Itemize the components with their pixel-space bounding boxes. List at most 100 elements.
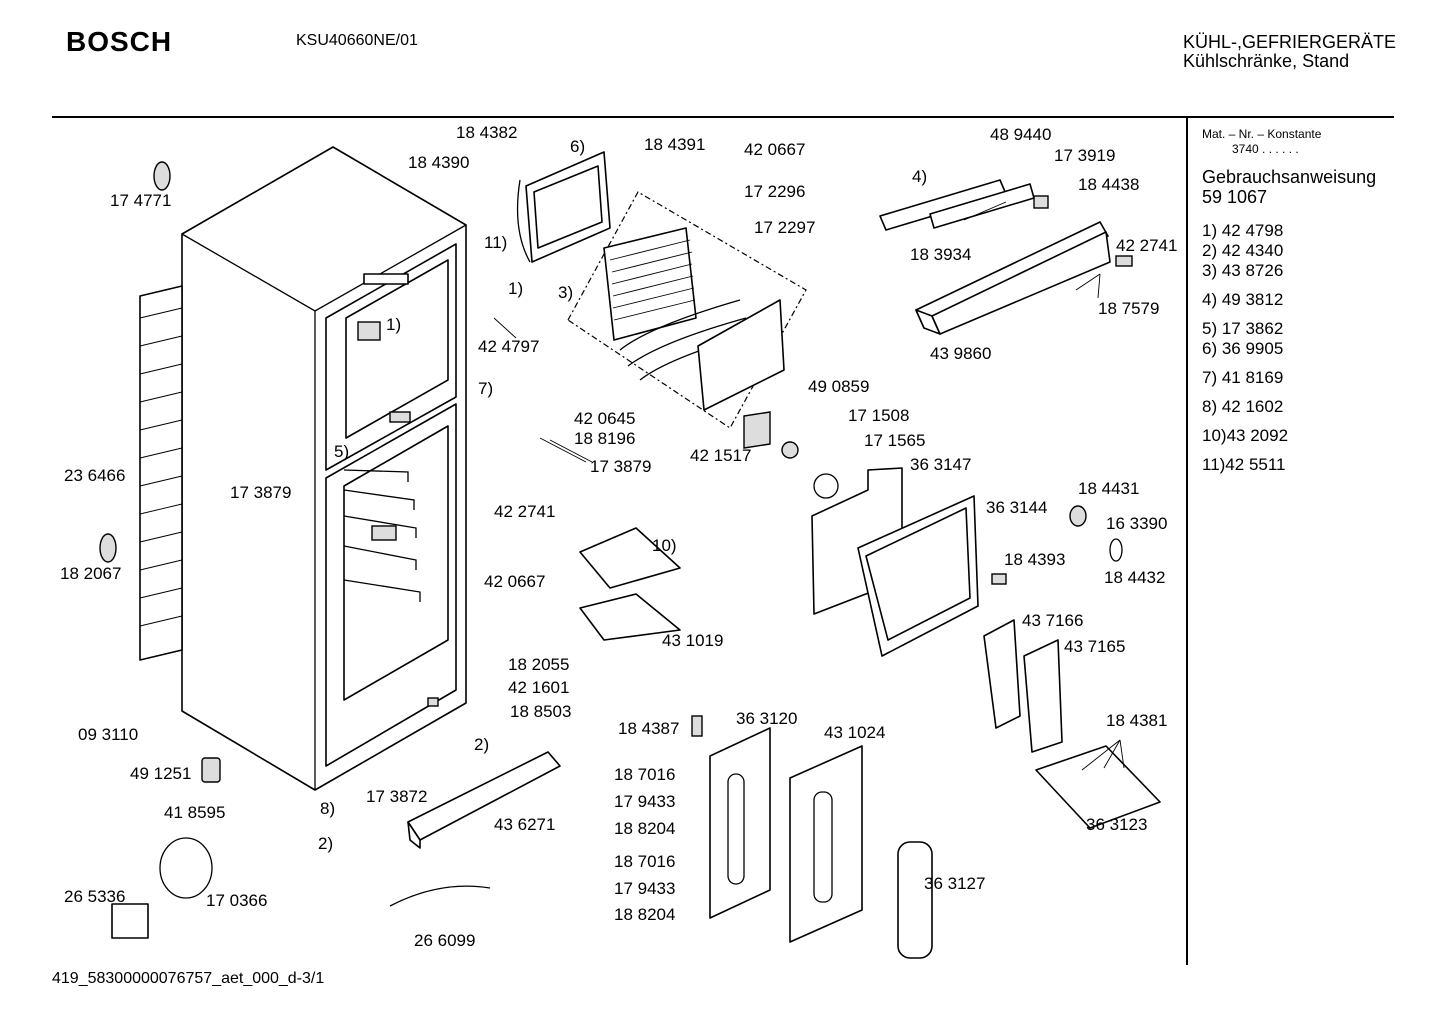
callout-09-3110: 09 3110 — [78, 725, 138, 744]
manual-number: 59 1067 — [1202, 187, 1268, 207]
crisper-covers — [983, 619, 1161, 829]
callout-18-7016-b: 18 7016 — [614, 852, 675, 871]
subassembly-item: 7) 41 8169 — [1202, 368, 1284, 387]
callout-17-9433-a: 17 9433 — [614, 792, 675, 811]
category-line-1: KÜHL-,GEFRIERGERÄTE — [1183, 32, 1397, 52]
callout-1-a: 1) — [508, 279, 523, 298]
callout-18-4438: 18 4438 — [1078, 175, 1139, 194]
callout-42-1601: 42 1601 — [508, 678, 569, 697]
subassembly-item: 3) 43 8726 — [1202, 261, 1284, 280]
callout-36-3127: 36 3127 — [924, 874, 985, 893]
exploded-parts-diagram: 17 4771 18 4382 18 4390 6) 18 4391 42 06… — [60, 123, 1177, 959]
callout-18-4393: 18 4393 — [1004, 550, 1065, 569]
callout-17-3879-b: 17 3879 — [230, 483, 291, 502]
callout-18-4381: 18 4381 — [1106, 711, 1167, 730]
callout-4: 4) — [912, 167, 927, 186]
callout-18-4387: 18 4387 — [618, 719, 679, 738]
fan-cover-assembly — [743, 411, 979, 657]
group-spacer — [1202, 417, 1392, 426]
group-spacer — [1202, 446, 1392, 455]
callout-42-2741: 42 2741 — [1116, 236, 1177, 255]
subassembly-item: 10)43 2092 — [1202, 426, 1289, 445]
callout-5: 5) — [334, 442, 349, 461]
brand-logo: BOSCH — [66, 26, 173, 57]
callout-42-0667-b: 42 0667 — [484, 572, 545, 591]
callout-7: 7) — [478, 379, 493, 398]
callout-43-9860: 43 9860 — [930, 344, 991, 363]
callout-43-1024: 43 1024 — [824, 723, 885, 742]
callout-18-8196: 18 8196 — [574, 429, 635, 448]
callout-17-3879-a: 17 3879 — [590, 457, 651, 476]
callout-43-1019: 43 1019 — [662, 631, 723, 650]
callout-36-3147: 36 3147 — [910, 455, 971, 474]
callout-17-2296: 17 2296 — [744, 182, 805, 201]
callout-2-a: 2) — [474, 735, 489, 754]
callout-17-3919: 17 3919 — [1054, 146, 1115, 165]
callout-17-4771: 17 4771 — [110, 191, 171, 210]
callout-2-b: 2) — [318, 834, 333, 853]
door-panels — [709, 727, 933, 959]
category-title: KÜHL-,GEFRIERGERÄTE Kühlschränke, Stand — [1183, 33, 1396, 71]
bottom-parts — [99, 161, 1123, 939]
callout-43-6271: 43 6271 — [494, 815, 555, 834]
subassembly-item: 4) 49 3812 — [1202, 290, 1284, 309]
callout-26-5336: 26 5336 — [64, 887, 125, 906]
callout-48-9440: 48 9440 — [990, 125, 1051, 144]
callout-17-1565: 17 1565 — [864, 431, 925, 450]
callout-18-4431: 18 4431 — [1078, 479, 1139, 498]
callout-18-3934: 18 3934 — [910, 245, 971, 264]
callout-18-8503: 18 8503 — [510, 702, 571, 721]
evaporator-group-outline — [567, 191, 807, 429]
subassembly-item: 1) 42 4798 — [1202, 221, 1284, 240]
category-line-2: Kühlschränke, Stand — [1183, 51, 1350, 71]
callout-43-7165: 43 7165 — [1064, 637, 1125, 656]
callout-18-4382: 18 4382 — [456, 123, 517, 142]
callout-17-3872: 17 3872 — [366, 787, 427, 806]
konstante-value: 3740 . . . . . . — [1232, 142, 1299, 156]
callout-43-7166: 43 7166 — [1022, 611, 1083, 630]
callout-18-8204-b: 18 8204 — [614, 905, 675, 924]
subassembly-item: 6) 36 9905 — [1202, 339, 1284, 358]
callout-36-3120: 36 3120 — [736, 709, 797, 728]
callout-41-8595: 41 8595 — [164, 803, 225, 822]
callout-18-4390: 18 4390 — [408, 153, 469, 172]
subassembly-item: 5) 17 3862 — [1202, 319, 1284, 338]
callout-18-7016-a: 18 7016 — [614, 765, 675, 784]
parts-sidebar: Mat. – Nr. – Konstante 3740 . . . . . . … — [1202, 127, 1392, 475]
callout-17-1508: 17 1508 — [848, 406, 909, 425]
control-panel — [879, 179, 1133, 335]
callout-42-2741-b: 42 2741 — [494, 502, 555, 521]
subassembly-item: 8) 42 1602 — [1202, 397, 1284, 416]
konstante-label: Mat. – Nr. – Konstante — [1202, 127, 1322, 141]
group-spacer — [1202, 310, 1392, 319]
freezer-door-frame — [516, 151, 611, 263]
callout-6: 6) — [570, 137, 585, 156]
callout-3: 3) — [558, 283, 573, 302]
leader-lines — [493, 201, 1125, 771]
callout-18-4391: 18 4391 — [644, 135, 705, 154]
fridge-cabinet — [139, 146, 467, 791]
subassembly-item: 2) 42 4340 — [1202, 241, 1284, 260]
callout-18-2067: 18 2067 — [60, 564, 121, 583]
callout-49-0859: 49 0859 — [808, 377, 869, 396]
callout-11: 11) — [484, 233, 507, 252]
group-spacer — [1202, 359, 1392, 368]
callout-23-6466: 23 6466 — [64, 466, 125, 485]
callout-10: 10) — [652, 536, 677, 555]
document-id: 419_58300000076757_aet_000_d-3/1 — [52, 970, 325, 987]
callout-labels: 17 4771 18 4382 18 4390 6) 18 4391 42 06… — [60, 123, 1177, 950]
callout-26-6099: 26 6099 — [414, 931, 475, 950]
callout-36-3144: 36 3144 — [986, 498, 1047, 517]
evaporator — [603, 227, 785, 411]
callout-17-9433-b: 17 9433 — [614, 879, 675, 898]
subassembly-item: 11)42 5511 — [1202, 455, 1286, 474]
callout-36-3123: 36 3123 — [1086, 815, 1147, 834]
group-spacer — [1202, 281, 1392, 290]
callout-17-0366: 17 0366 — [206, 891, 267, 910]
callout-42-4797: 42 4797 — [478, 337, 539, 356]
callout-42-0667: 42 0667 — [744, 140, 805, 159]
manual-label: Gebrauchsanweisung — [1202, 167, 1377, 187]
crisper-shelves — [579, 527, 681, 641]
callout-16-3390: 16 3390 — [1106, 514, 1167, 533]
callout-18-2055: 18 2055 — [508, 655, 569, 674]
